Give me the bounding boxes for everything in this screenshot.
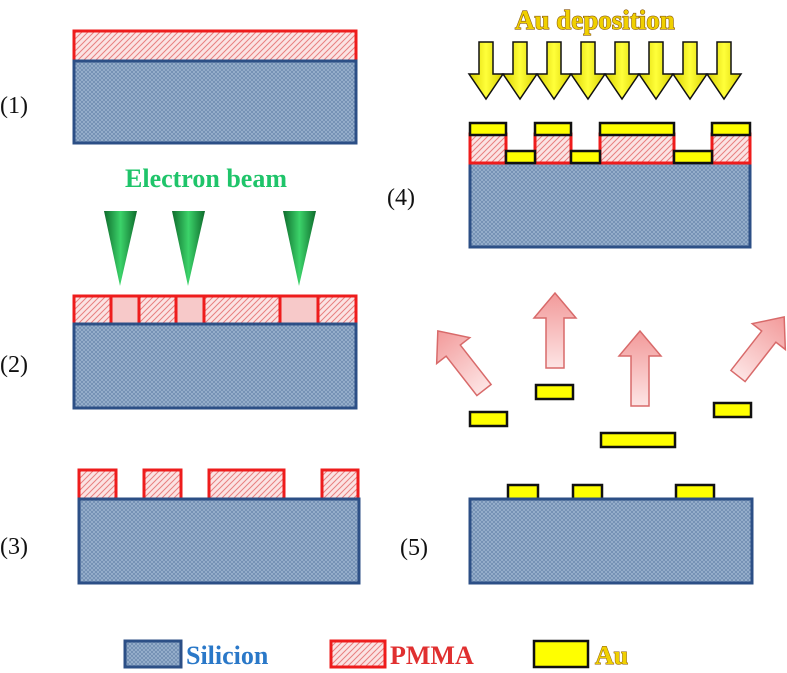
step-1-silicon-substrate — [72, 59, 358, 145]
step-1-group: (1) — [0, 29, 358, 145]
step-4-au-top-2 — [533, 121, 573, 137]
step-1-pmma-layer — [72, 29, 358, 63]
step-4-pmma-block-4 — [710, 132, 752, 165]
step-4-au-gap-2 — [569, 149, 602, 165]
step-4-label: (4) — [387, 185, 415, 211]
electron-beam-1 — [104, 211, 137, 286]
step-3-pmma-block-4 — [320, 468, 360, 501]
lifted-au-piece-1 — [468, 410, 509, 428]
legend: Silicion PMMA Au — [123, 639, 629, 671]
au-deposition-arrow-6 — [637, 41, 675, 101]
lift-off-arrows — [435, 291, 787, 407]
step-4-au-top-4 — [710, 121, 752, 137]
au-deposition-arrow-2 — [501, 41, 539, 101]
step-4-pmma-block-3 — [598, 132, 676, 165]
electron-beam-3 — [283, 211, 316, 286]
step-2-exposed-region-3 — [278, 294, 320, 326]
step-4-pmma-block-1 — [468, 132, 508, 165]
step-3-silicon-substrate — [77, 497, 361, 585]
step-5-au-pattern-1 — [506, 483, 540, 501]
step-2-exposed-region-2 — [174, 294, 206, 326]
au-deposition-arrow-5 — [603, 41, 641, 101]
step-5-group: (5) — [400, 291, 787, 585]
au-deposition-arrow-7 — [671, 41, 709, 101]
legend-au-swatch — [532, 639, 590, 669]
step-4-group: Au deposition (4) — [387, 4, 752, 249]
step-3-label: (3) — [0, 534, 28, 560]
step-4-au-top-1 — [468, 121, 508, 137]
au-deposition-arrow-4 — [569, 41, 607, 101]
lifted-au-piece-3 — [599, 431, 677, 449]
step-4-silicon-substrate — [468, 161, 752, 249]
step-3-pmma-block-3 — [207, 468, 286, 501]
step-4-pmma-block-2 — [533, 132, 573, 165]
step-5-au-pattern-2 — [571, 483, 604, 501]
lifted-au-piece-2 — [534, 383, 575, 401]
lift-off-arrow-2 — [532, 291, 578, 369]
step-5-au-pattern-3 — [674, 483, 716, 501]
au-deposition-arrows — [467, 41, 743, 101]
lift-off-arrow-4 — [729, 315, 787, 383]
au-deposition-arrow-1 — [467, 41, 505, 101]
au-deposition-title: Au deposition — [515, 5, 675, 35]
legend-silicon-label: Silicion — [186, 641, 269, 670]
lift-off-arrow-3 — [617, 329, 663, 407]
legend-silicon-swatch — [123, 639, 183, 669]
step-3-pmma-block-2 — [142, 468, 183, 501]
step-2-silicon-substrate — [72, 322, 358, 410]
legend-au-label: Au — [595, 641, 628, 670]
au-deposition-arrow-3 — [535, 41, 573, 101]
step-2-group: Electron beam (2) — [0, 164, 358, 410]
electron-beam-title: Electron beam — [125, 164, 287, 193]
step-4-au-top-3 — [598, 121, 676, 137]
step-5-label: (5) — [400, 535, 428, 561]
legend-pmma-swatch — [329, 639, 387, 669]
step-2-exposed-region-1 — [109, 294, 141, 326]
step-3-group: (3) — [0, 468, 361, 585]
step-3-pmma-block-1 — [77, 468, 118, 501]
lifted-au-piece-4 — [712, 401, 753, 419]
step-1-label: (1) — [0, 93, 28, 119]
step-5-silicon-substrate — [468, 497, 754, 585]
legend-pmma-label: PMMA — [390, 641, 474, 670]
au-deposition-arrow-8 — [705, 41, 743, 101]
step-2-label: (2) — [0, 352, 28, 378]
step-4-au-gap-3 — [672, 149, 714, 165]
electron-beam-2 — [172, 211, 205, 286]
step-4-au-gap-1 — [504, 149, 537, 165]
lift-off-arrow-1 — [435, 329, 493, 397]
